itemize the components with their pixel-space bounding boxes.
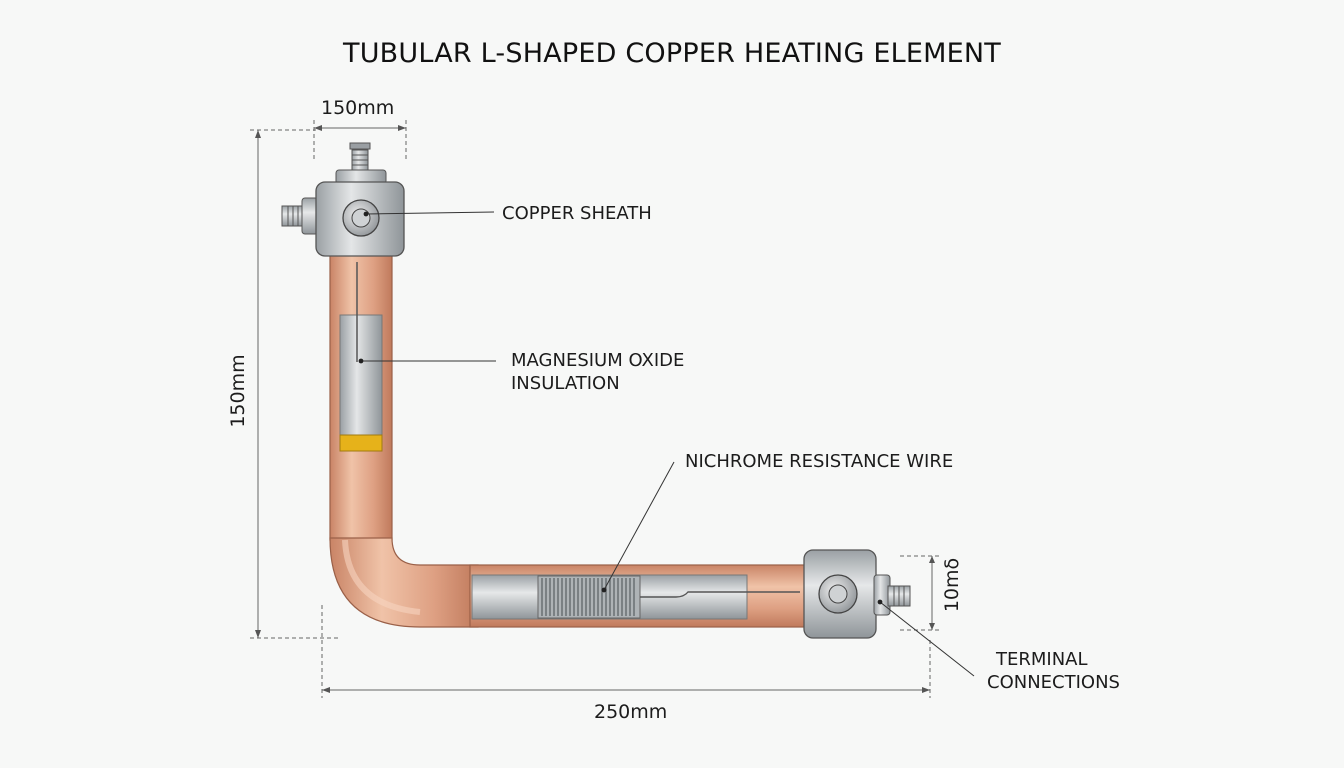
leader-lines [361, 211, 975, 677]
insulation-band [339, 434, 383, 452]
label-terminal-line2: CONNECTIONS [987, 672, 1120, 693]
diagram-title: TUBULAR L-SHAPED COPPER HEATING ELEMENT [343, 38, 1001, 69]
dimension-height: 150mm [227, 354, 249, 428]
dimension-length: 250mm [594, 701, 668, 723]
label-terminal-line1: TERMINAL [996, 649, 1088, 670]
label-copper-sheath: COPPER SHEATH [502, 203, 652, 224]
label-insulation-line1: MAGNESIUM OXIDE [511, 350, 685, 371]
coil-turns [541, 578, 635, 616]
insulation-section [339, 314, 383, 436]
label-nichrome-wire: NICHROME RESISTANCE WIRE [685, 451, 954, 472]
dimension-arrows [255, 125, 935, 693]
dimension-top-width: 150mm [321, 97, 395, 119]
dimension-diameter: 10mδ [941, 557, 963, 613]
top-terminal-block [281, 142, 405, 257]
dimension-lines [250, 120, 940, 698]
copper-bend [329, 537, 479, 628]
label-insulation-line2: INSULATION [511, 373, 620, 394]
nichrome-coil [537, 575, 641, 619]
right-terminal-block [803, 549, 911, 639]
